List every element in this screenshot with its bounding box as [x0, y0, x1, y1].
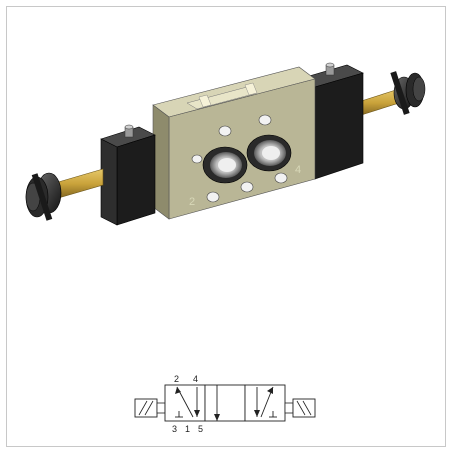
symbol-port-1: 1 — [185, 424, 190, 434]
symbol-port-5: 5 — [198, 424, 203, 434]
envelope-right — [244, 384, 286, 422]
port-2-opening — [202, 146, 248, 184]
symbol-port-3: 3 — [172, 424, 177, 434]
valve-body: 2 4 — [152, 66, 316, 220]
left-actuator-symbol — [134, 398, 158, 418]
left-manual-override — [25, 168, 104, 221]
valve-schematic-symbol: 2 4 3 1 5 — [134, 374, 316, 434]
port-4-opening — [246, 134, 292, 172]
envelope-center — [204, 384, 246, 422]
engraved-port-4: 4 — [295, 164, 301, 176]
right-actuator-symbol — [292, 398, 316, 418]
left-solenoid — [100, 124, 156, 226]
symbol-port-4: 4 — [193, 374, 198, 384]
envelope-left — [164, 384, 206, 422]
valve-illustration: 2 4 — [25, 62, 426, 226]
right-manual-override — [354, 71, 426, 118]
engraved-port-2: 2 — [189, 196, 195, 208]
symbol-port-2: 2 — [174, 374, 179, 384]
image-frame: 2 4 — [6, 6, 446, 447]
